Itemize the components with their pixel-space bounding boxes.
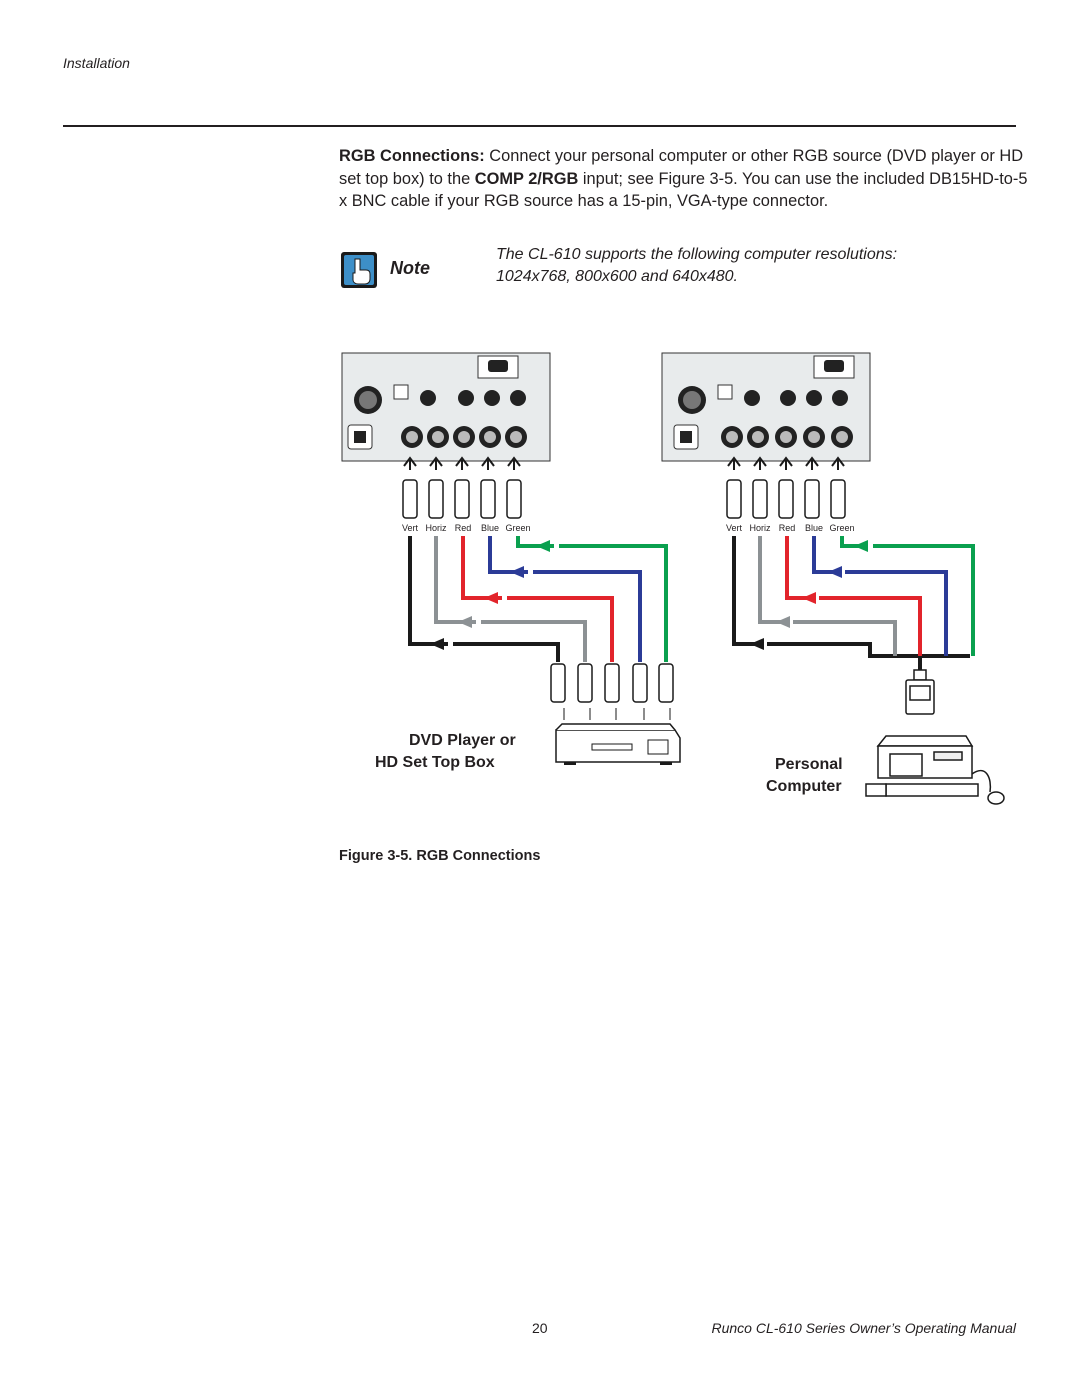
- figure-caption: Figure 3-5. RGB Connections: [339, 848, 541, 864]
- cable-label-horiz: Horiz: [425, 523, 447, 533]
- cables-right: [732, 536, 975, 670]
- dvd-player-illustration: [555, 723, 681, 765]
- cable-label-vert-right: Vert: [726, 523, 743, 533]
- computer-illustration: [865, 735, 1005, 805]
- cable-label-vert: Vert: [402, 523, 419, 533]
- cable-label-green-right: Green: [829, 523, 854, 533]
- input-name: COMP 2/RGB: [474, 169, 579, 188]
- page-number: 20: [532, 1320, 548, 1336]
- arrows-left: [430, 540, 550, 650]
- note-line-1: The CL-610 supports the following comput…: [496, 246, 898, 263]
- dvd-bnc-plugs: [550, 663, 674, 703]
- bnc-connectors: [402, 479, 846, 519]
- bnc-plugs-top: [403, 456, 845, 470]
- body-text-1: Connect your personal computer or other …: [339, 147, 1024, 188]
- cable-label-horiz-right: Horiz: [749, 523, 771, 533]
- section-header: Installation: [63, 55, 130, 71]
- dvd-label-line-1: DVD Player or: [409, 732, 516, 749]
- lead-heading: RGB Connections:: [339, 147, 485, 165]
- body-paragraph: RGB Connections: Connect your personal c…: [339, 145, 1029, 213]
- manual-title: Runco CL-610 Series Owner’s Operating Ma…: [711, 1320, 1016, 1336]
- vga-plug: [905, 669, 935, 715]
- note-line-2: 1024x768, 800x600 and 640x480.: [496, 268, 738, 285]
- rgb-connection-diagram: Vert Horiz Red Blue Green Vert Horiz Red…: [330, 340, 1030, 825]
- cable-label-green: Green: [505, 523, 530, 533]
- cable-label-red-right: Red: [779, 523, 796, 533]
- note-label: Note: [390, 258, 430, 278]
- note-text: The CL-610 supports the following comput…: [496, 244, 897, 288]
- connection-diagram-svg: Vert Horiz Red Blue Green Vert Horiz Red…: [341, 352, 1005, 805]
- dvd-pins: [563, 708, 671, 720]
- cable-label-red: Red: [455, 523, 472, 533]
- body-text-2: input; see Figure 3-5. You can use the i…: [339, 169, 1028, 211]
- cable-label-blue: Blue: [481, 523, 499, 533]
- note-pointing-hand-icon: [341, 252, 377, 288]
- header-rule: [63, 125, 1016, 127]
- arrows-right: [750, 540, 868, 650]
- cables-left: [408, 536, 668, 662]
- projector-panel-right: [661, 352, 871, 462]
- cable-labels-left: Vert Horiz Red Blue Green: [402, 523, 531, 533]
- dvd-label-line-2: HD Set Top Box: [375, 754, 495, 771]
- cable-labels-right: Vert Horiz Red Blue Green: [726, 523, 855, 533]
- cable-label-blue-right: Blue: [805, 523, 823, 533]
- pc-label-line-1: Personal: [775, 756, 843, 773]
- pc-label-line-2: Computer: [766, 778, 842, 795]
- projector-panel-left: [341, 352, 551, 462]
